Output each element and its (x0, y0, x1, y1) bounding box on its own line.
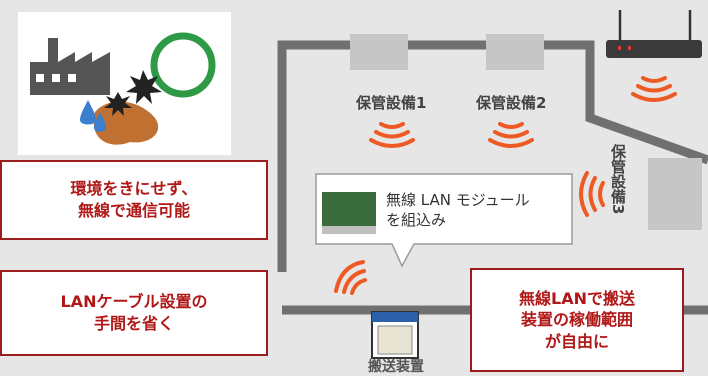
storage-station-3 (648, 158, 702, 230)
factory-illustration (18, 12, 231, 155)
storage-label-3: 保管設備3 (609, 144, 627, 215)
cable-line-1: LANケーブル設置の (60, 292, 208, 312)
carrier-device-icon (371, 311, 419, 359)
storage-station-2 (486, 34, 544, 70)
carrier-label: 搬送装置 (368, 359, 424, 375)
range-line-2: 装置の稼働範囲 (520, 310, 633, 330)
environment-line-1: 環境をきにせず、 (70, 179, 198, 199)
callout-line-1: 無線 LAN モジュール (386, 191, 530, 209)
conveyor-path (277, 40, 708, 272)
rust-blob-icon (93, 101, 159, 145)
cable-box: LANケーブル設置の 手間を省く (0, 270, 268, 356)
callout-line-2: を組込み (386, 211, 447, 230)
range-box: 無線LANで搬送 装置の稼働範囲 が自由に (470, 268, 684, 372)
callout-bubble (315, 173, 573, 268)
ring-icon (150, 32, 216, 98)
factory-icon (30, 38, 110, 95)
callout-text: 無線 LAN モジュール を組込み (386, 190, 530, 231)
water-drop-icon (80, 100, 106, 132)
cable-line-2: 手間を省く (93, 314, 174, 333)
range-line-1: 無線LANで搬送 (519, 288, 635, 308)
router-icon (606, 10, 702, 58)
wave-icon (334, 76, 677, 295)
storage-station-1 (350, 34, 408, 70)
storage-label-2: 保管設備2 (476, 94, 547, 112)
storage-label-1: 保管設備1 (356, 94, 427, 112)
spark-icon (104, 70, 162, 116)
environment-line-2: 無線で通信可能 (77, 201, 190, 220)
environment-box: 環境をきにせず、 無線で通信可能 (0, 160, 268, 240)
module-icon (322, 192, 376, 234)
range-line-3: が自由に (544, 331, 609, 351)
